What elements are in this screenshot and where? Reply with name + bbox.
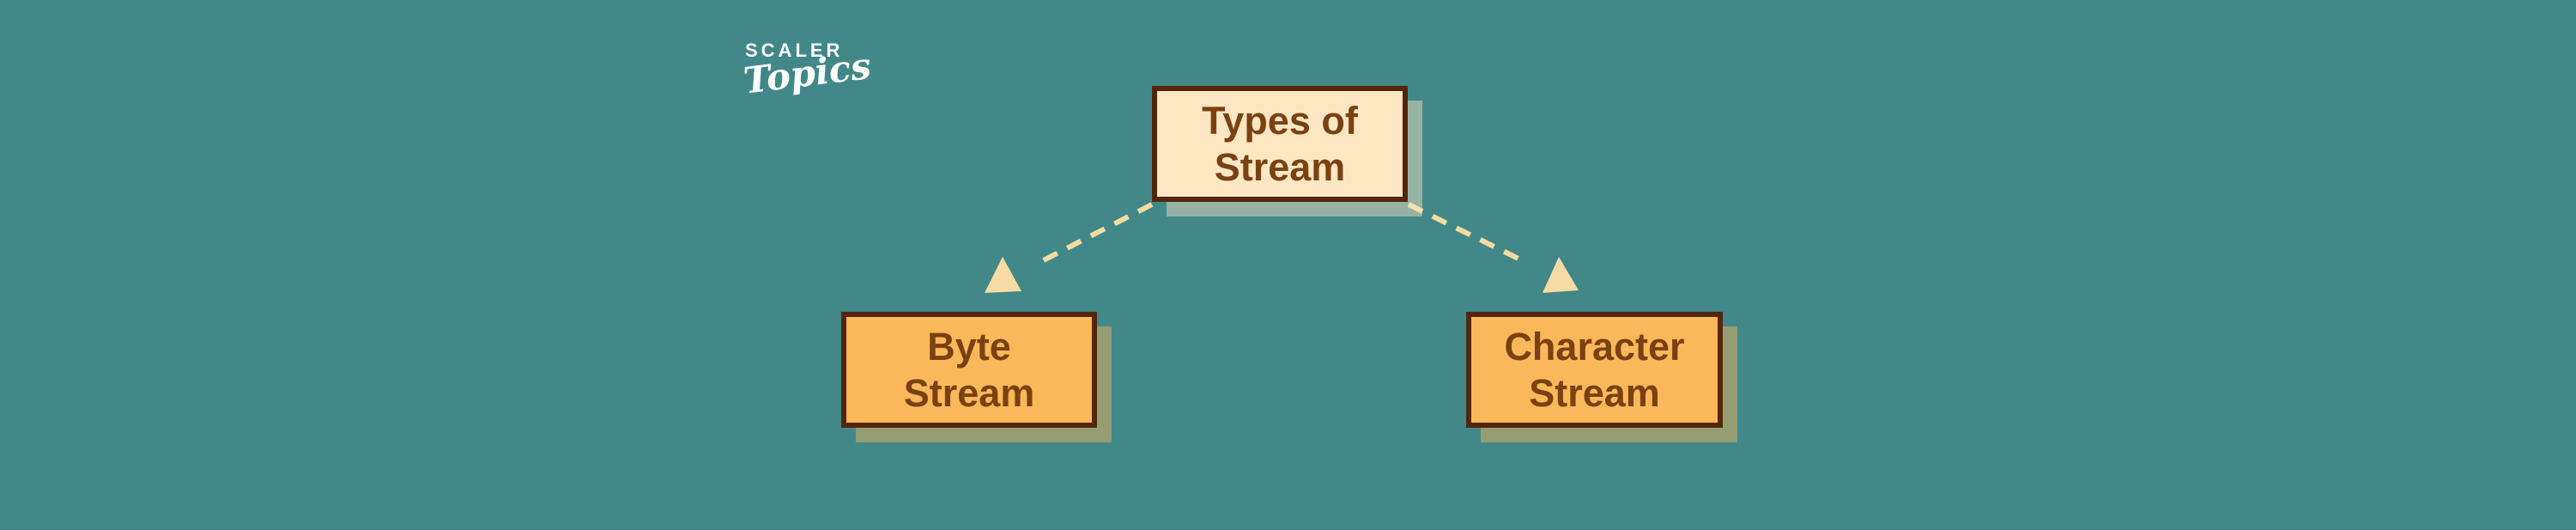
- character-stream-label-line1: Character: [1504, 324, 1685, 369]
- byte-stream-label-line1: Byte: [927, 324, 1011, 369]
- character-stream-node: Character Stream: [1466, 312, 1723, 428]
- left-connector-line: [1033, 202, 1154, 267]
- types-of-stream-label-line2: Stream: [1214, 144, 1346, 189]
- types-of-stream-label-line1: Types of: [1202, 98, 1358, 143]
- right-connector-line: [1407, 202, 1529, 265]
- left-arrowhead-icon: [985, 257, 1021, 293]
- character-stream-label-line2: Stream: [1529, 370, 1660, 415]
- right-arrowhead-icon: [1543, 257, 1579, 293]
- scaler-topics-logo: SCALER Topics: [742, 40, 874, 102]
- byte-stream-node: Byte Stream: [841, 312, 1097, 428]
- types-of-stream-node: Types of Stream: [1152, 86, 1408, 202]
- logo-brand-text: SCALER: [745, 40, 844, 61]
- byte-stream-label-line2: Stream: [903, 370, 1035, 415]
